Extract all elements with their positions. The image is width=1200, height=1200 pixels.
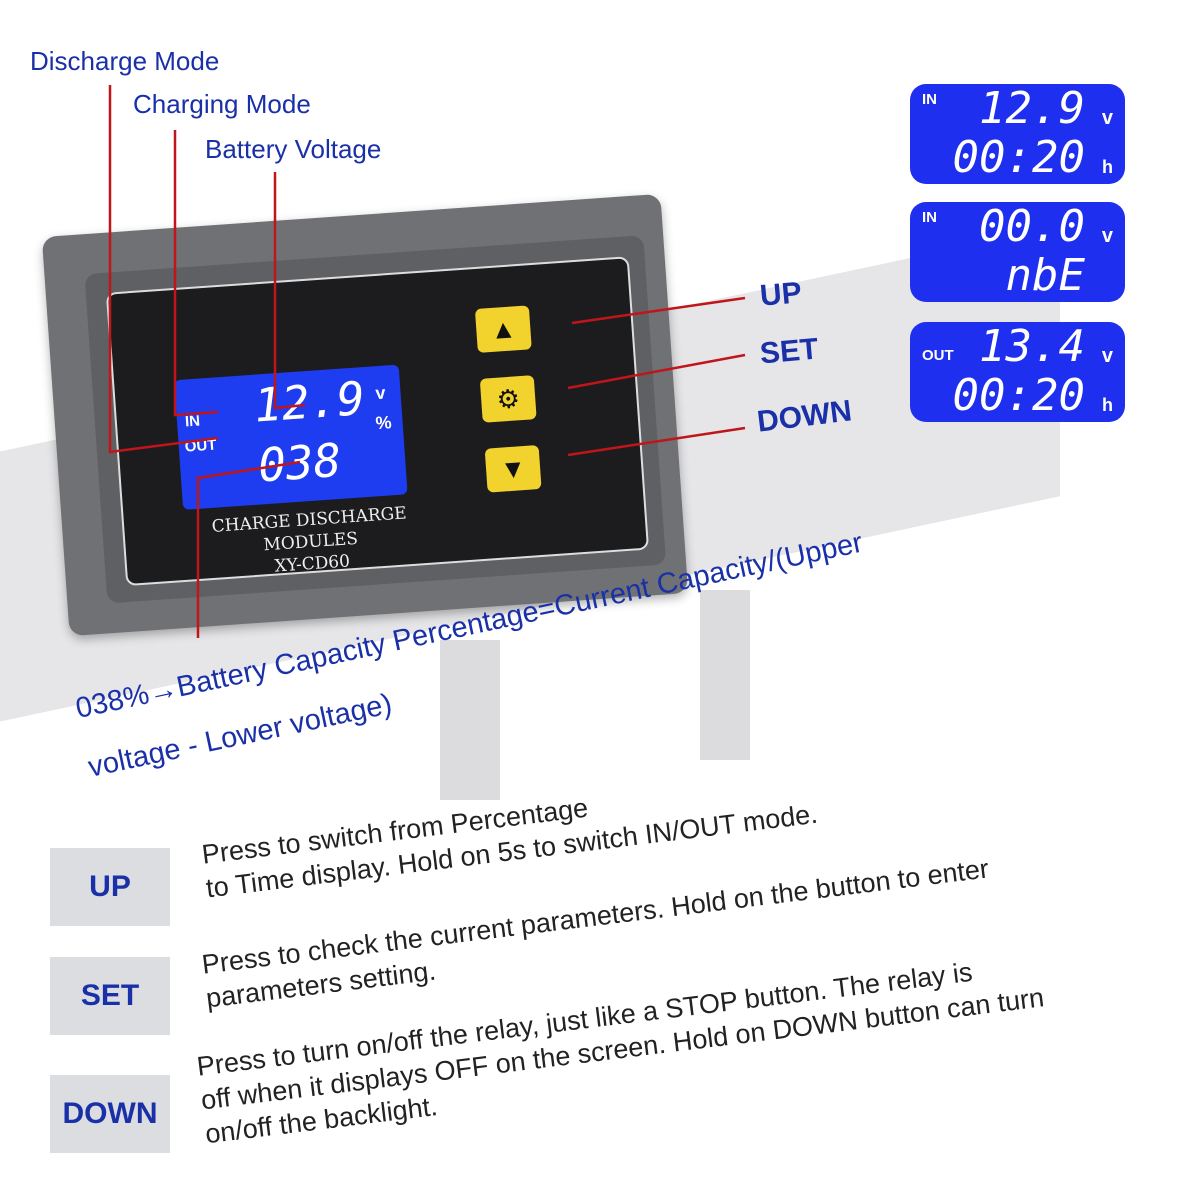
set-leader — [567, 353, 746, 390]
battery-voltage-label: Battery Voltage — [205, 134, 382, 164]
up-callout: UP — [758, 276, 804, 313]
up-key-box: UP — [50, 848, 170, 926]
discharge-mode-label: Discharge Mode — [30, 46, 220, 76]
panel-time: 00:20 — [952, 370, 1085, 421]
panel-voltage-unit: v — [1101, 345, 1113, 367]
voltage-leader — [273, 172, 306, 410]
lcd-panel-in-time: IN 12.9 v 00:20 h — [910, 84, 1125, 184]
lcd-panel-out-time: OUT 13.4 v 00:20 h — [910, 322, 1125, 422]
discharge-leader — [108, 85, 219, 454]
panel-voltage-unit: v — [1101, 107, 1113, 129]
panel-voltage: 00.0 — [979, 201, 1085, 252]
panel-time-unit: h — [1102, 395, 1113, 415]
up-leader — [571, 296, 746, 325]
panel-time-unit: h — [1102, 157, 1113, 177]
desk-leg — [440, 640, 500, 800]
panel-status: nbE — [1005, 250, 1085, 301]
panel-mode: IN — [922, 209, 937, 226]
panel-mode: IN — [922, 91, 937, 108]
panel-voltage-unit: v — [1101, 225, 1113, 247]
panel-mode: OUT — [922, 347, 954, 364]
panel-voltage: 13.4 — [979, 321, 1085, 372]
set-callout: SET — [758, 332, 820, 371]
desk-leg — [700, 590, 750, 760]
down-key-box: DOWN — [50, 1075, 170, 1153]
down-leader — [567, 426, 746, 457]
charging-mode-label: Charging Mode — [133, 89, 311, 119]
panel-time: 00:20 — [952, 132, 1085, 183]
set-key-box: SET — [50, 957, 170, 1035]
charging-leader — [173, 130, 219, 417]
percent-leader — [196, 460, 301, 638]
lcd-panel-in-nbe: IN 00.0 v nbE — [910, 202, 1125, 302]
panel-voltage: 12.9 — [979, 83, 1085, 134]
